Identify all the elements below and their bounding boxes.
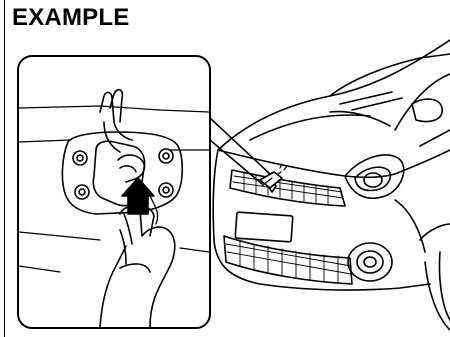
inset-closeup	[18, 56, 210, 328]
fog-lamp	[348, 243, 392, 281]
licence-plate	[235, 212, 293, 242]
callout-leader-lower	[210, 140, 262, 184]
lower-grille	[224, 236, 352, 284]
car-illustration	[213, 40, 450, 330]
